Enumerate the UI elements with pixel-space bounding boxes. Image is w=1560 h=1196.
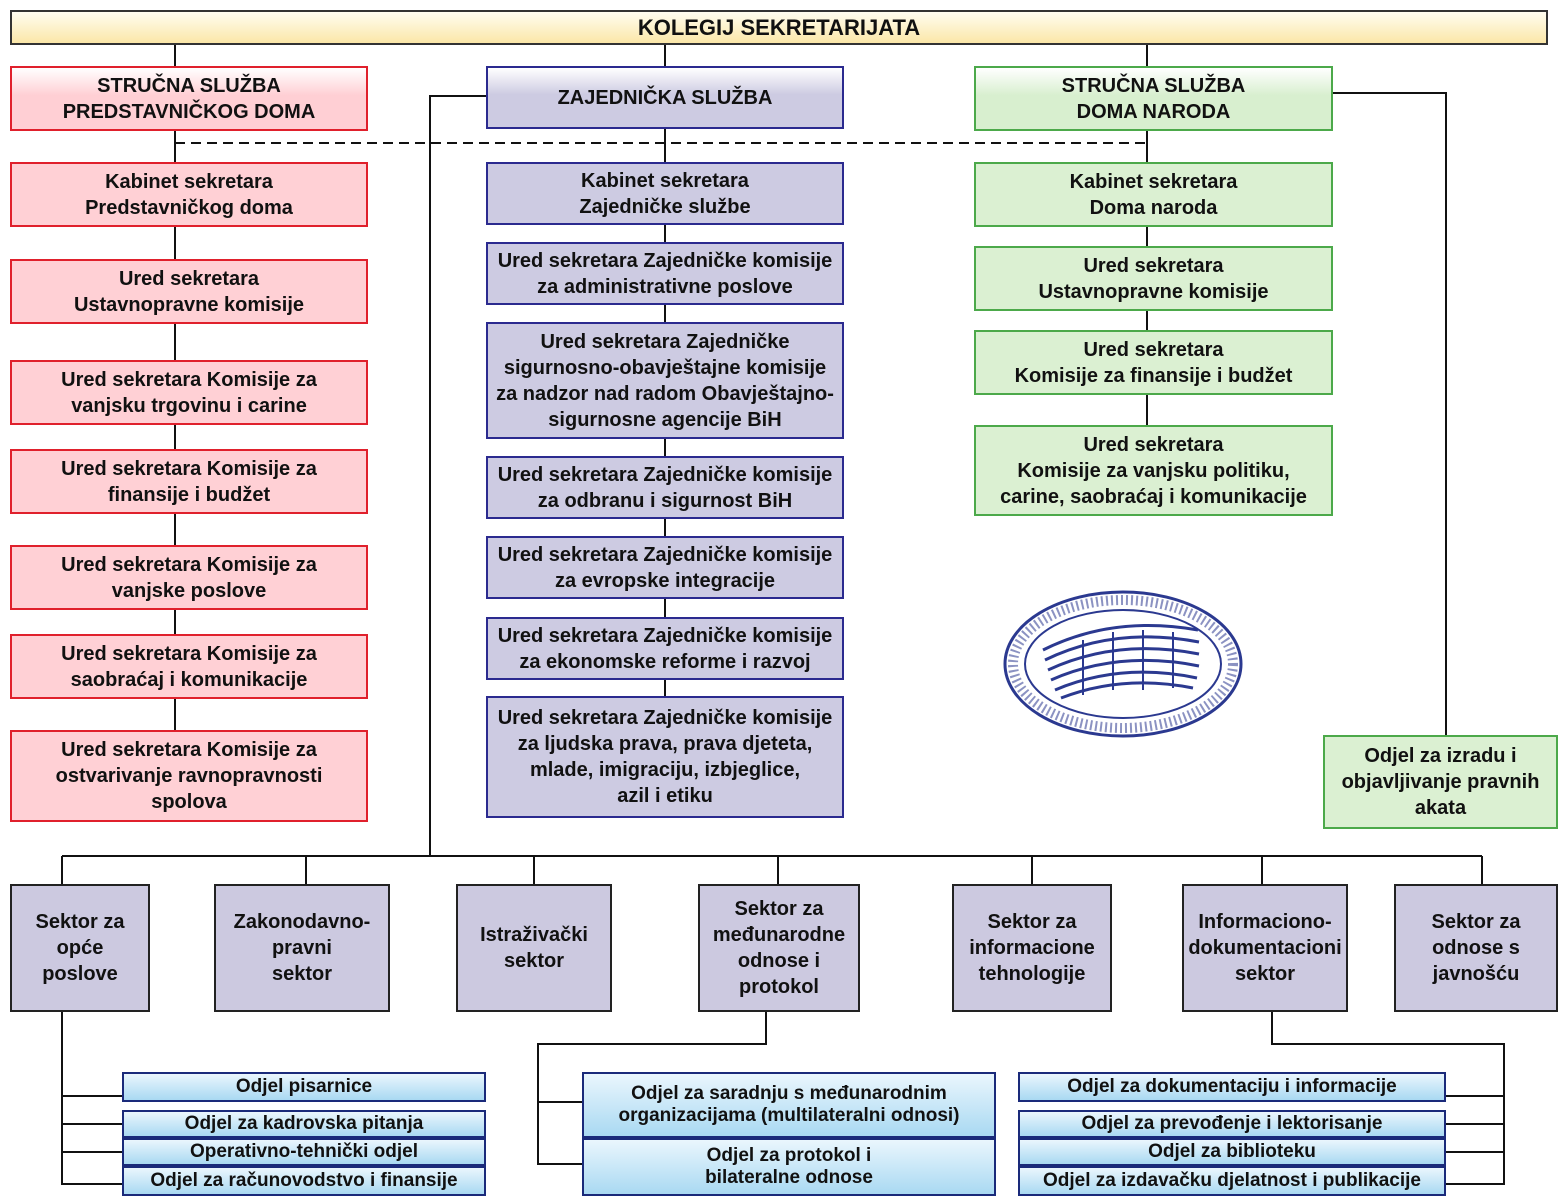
department-label: Odjel za dokumentaciju i informacije [1067,1076,1397,1097]
middle-unit-label: Kabinet sekretara Zajedničke službe [579,169,751,218]
sector-label: Sektor za opće poslove [35,911,125,985]
middle-column-header-label: ZAJEDNIČKA SLUŽBA [557,86,773,109]
legal-acts-unit-label: Odjel za izradu i objavljivanje pravnih … [1341,745,1540,819]
right-column-header-label: STRUČNA SLUŽBA DOMA NARODA [1061,74,1246,123]
middle-unit-label: Ured sekretara Zajedničke komisije za ev… [497,543,833,592]
right-unit: Kabinet sekretara Doma naroda [974,162,1333,227]
right-unit-label: Kabinet sekretara Doma naroda [1069,170,1238,219]
sector: Sektor za odnose s javnošću [1394,884,1558,1012]
right-column-header: STRUČNA SLUŽBA DOMA NARODA [974,66,1333,131]
left-unit-label: Ured sekretara Komisije za ostvarivanje … [55,739,323,813]
department: Operativno-tehnički odjel [122,1138,486,1166]
secretariat-board-label: KOLEGIJ SEKRETARIJATA [637,14,921,40]
middle-unit: Kabinet sekretara Zajedničke službe [486,162,844,225]
parliament-seal-icon [1003,590,1243,738]
department-label: Odjel pisarnice [235,1076,373,1097]
sector: Zakonodavno- pravni sektor [214,884,390,1012]
middle-unit: Ured sekretara Zajedničke komisije za ev… [486,536,844,599]
right-unit-label: Ured sekretara Komisije za vanjsku polit… [1000,433,1307,508]
left-unit: Ured sekretara Komisije za finansije i b… [10,449,368,514]
left-unit-label: Kabinet sekretara Predstavničkog doma [85,170,293,219]
department: Odjel za izdavačku djelatnost i publikac… [1018,1166,1446,1196]
left-unit: Ured sekretara Komisije za vanjske poslo… [10,545,368,610]
middle-unit-label: Ured sekretara Zajedničke komisije za ad… [497,249,833,298]
middle-unit: Ured sekretara Zajedničke komisije za ad… [486,242,844,305]
left-unit: Ured sekretara Komisije za saobraćaj i k… [10,634,368,699]
sector-label: Istraživački sektor [480,924,588,972]
sector: Sektor za informacione tehnologije [952,884,1112,1012]
department-label: Odjel za računovodstvo i finansije [150,1170,458,1191]
department: Odjel za kadrovska pitanja [122,1110,486,1138]
department: Odjel pisarnice [122,1072,486,1102]
right-unit: Ured sekretara Komisije za vanjsku polit… [974,425,1333,516]
department-label: Odjel za saradnju s međunarodnim organiz… [618,1083,960,1126]
left-unit: Ured sekretara Komisije za vanjsku trgov… [10,360,368,425]
sector-label: Sektor za odnose s javnošću [1431,911,1521,985]
middle-unit: Ured sekretara Zajedničke komisije za lj… [486,696,844,818]
sector: Sektor za opće poslove [10,884,150,1012]
right-unit: Ured sekretara Komisije za finansije i b… [974,330,1333,395]
middle-unit: Ured sekretara Zajedničke komisije za od… [486,456,844,519]
middle-unit-label: Ured sekretara Zajedničke komisije za lj… [497,707,833,807]
middle-unit-label: Ured sekretara Zajedničke komisije za od… [497,463,833,512]
department: Odjel za prevođenje i lektorisanje [1018,1110,1446,1138]
sector: Informaciono- dokumentacioni sektor [1182,884,1348,1012]
department: Odjel za saradnju s međunarodnim organiz… [582,1072,996,1138]
left-unit-label: Ured sekretara Komisije za finansije i b… [61,457,317,506]
right-unit: Ured sekretara Ustavnopravne komisije [974,246,1333,311]
left-unit-label: Ured sekretara Komisije za vanjsku trgov… [61,368,317,417]
left-unit: Ured sekretara Komisije za ostvarivanje … [10,730,368,822]
department-label: Operativno-tehnički odjel [189,1141,419,1162]
left-unit-label: Ured sekretara Komisije za vanjske poslo… [61,553,317,602]
left-unit-label: Ured sekretara Komisije za saobraćaj i k… [61,642,317,691]
department-label: Odjel za izdavačku djelatnost i publikac… [1042,1170,1421,1191]
left-unit: Ured sekretara Ustavnopravne komisije [10,259,368,324]
sector-label: Zakonodavno- pravni sektor [233,911,371,985]
sector: Istraživački sektor [456,884,612,1012]
left-column-header: STRUČNA SLUŽBA PREDSTAVNIČKOG DOMA [10,66,368,131]
department-label: Odjel za biblioteku [1148,1141,1316,1162]
legal-acts-unit: Odjel za izradu i objavljivanje pravnih … [1323,735,1558,829]
sector-label: Sektor za međunarodne odnose i protokol [712,898,846,998]
department: Odjel za protokol i bilateralne odnose [582,1138,996,1196]
left-unit-label: Ured sekretara Ustavnopravne komisije [73,267,305,316]
department-label: Odjel za protokol i bilateralne odnose [705,1145,873,1188]
secretariat-board: KOLEGIJ SEKRETARIJATA [10,10,1548,45]
right-unit-label: Ured sekretara Ustavnopravne komisije [1038,254,1269,303]
middle-unit: Ured sekretara Zajedničke sigurnosno-oba… [486,322,844,439]
department: Odjel za dokumentaciju i informacije [1018,1072,1446,1102]
department-label: Odjel za prevođenje i lektorisanje [1081,1113,1383,1134]
sector-label: Sektor za informacione tehnologije [969,911,1095,985]
department: Odjel za računovodstvo i finansije [122,1166,486,1196]
middle-column-header: ZAJEDNIČKA SLUŽBA [486,66,844,129]
middle-unit-label: Ured sekretara Zajedničke komisije za ek… [497,624,833,673]
department-label: Odjel za kadrovska pitanja [184,1113,424,1134]
department: Odjel za biblioteku [1018,1138,1446,1166]
left-unit: Kabinet sekretara Predstavničkog doma [10,162,368,227]
middle-unit-label: Ured sekretara Zajedničke sigurnosno-oba… [496,330,834,431]
left-column-header-label: STRUČNA SLUŽBA PREDSTAVNIČKOG DOMA [62,74,316,123]
sector: Sektor za međunarodne odnose i protokol [698,884,860,1012]
right-unit-label: Ured sekretara Komisije za finansije i b… [1014,338,1293,387]
middle-unit: Ured sekretara Zajedničke komisije za ek… [486,617,844,680]
sector-label: Informaciono- dokumentacioni sektor [1188,911,1342,985]
